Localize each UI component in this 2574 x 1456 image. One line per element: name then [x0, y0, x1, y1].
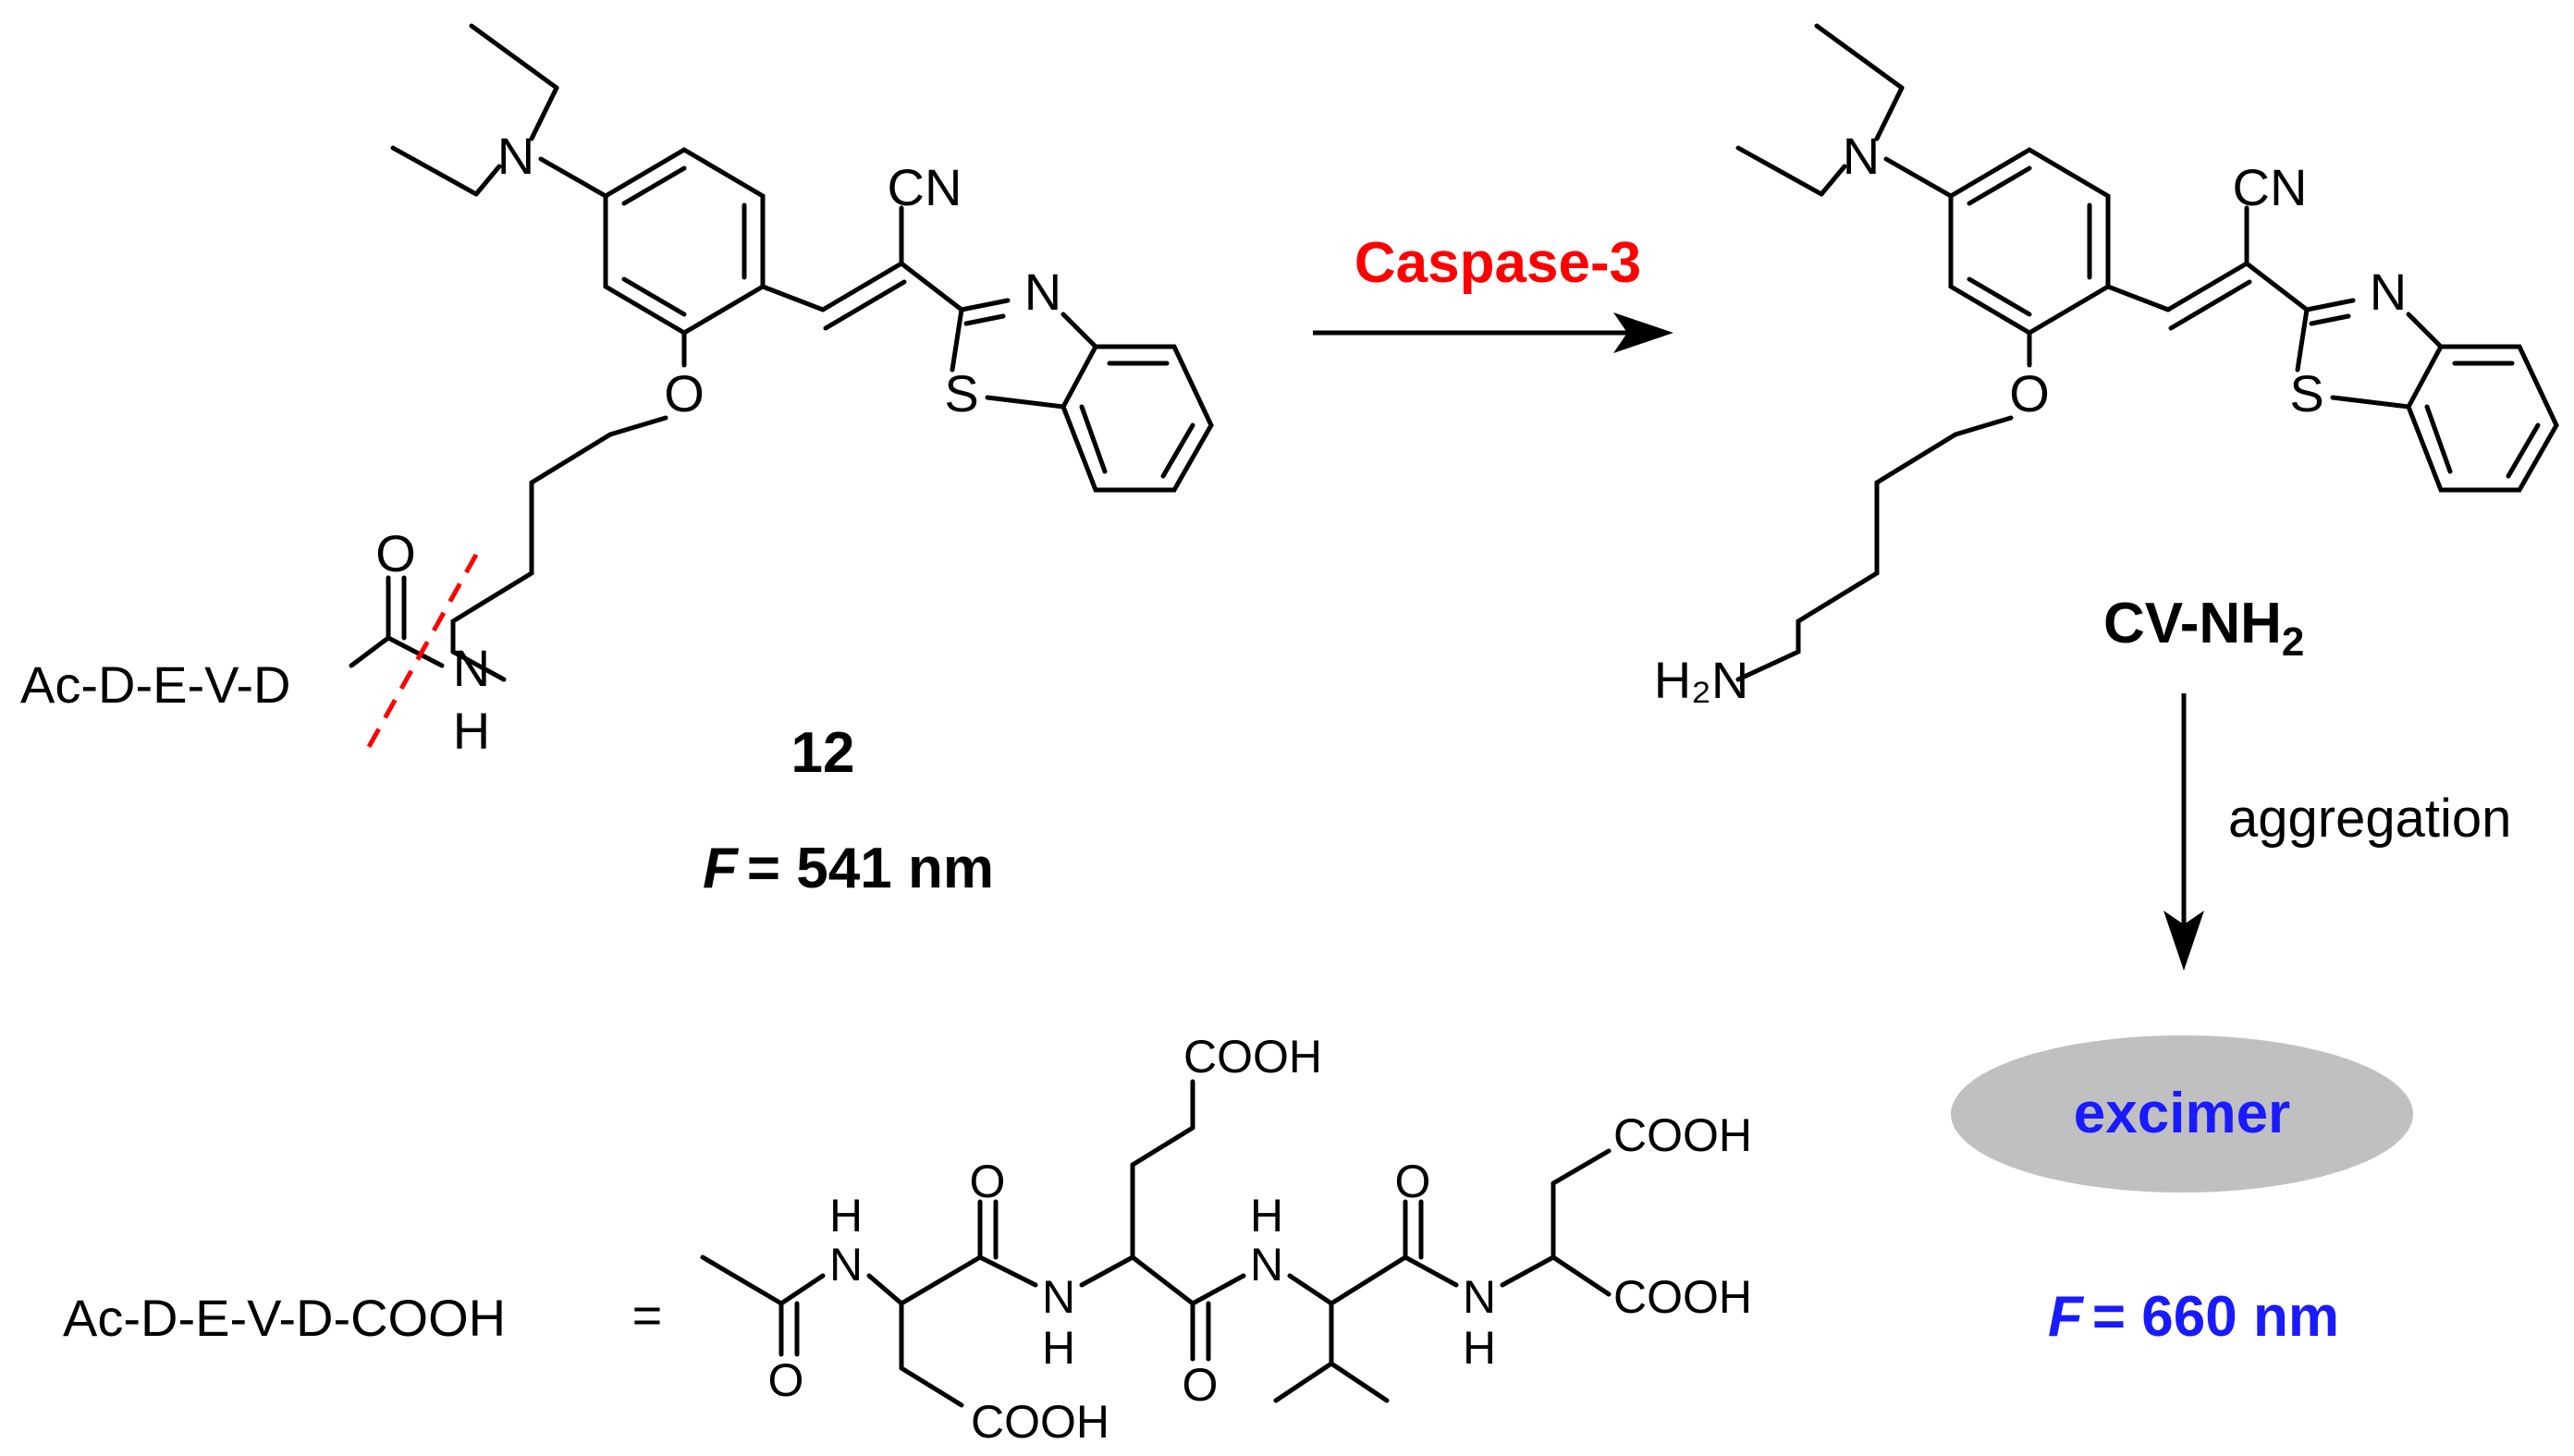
pep-n2: N	[1042, 1271, 1075, 1323]
compound-12-nh-n: N	[453, 639, 490, 697]
product-s: S	[2289, 364, 2323, 422]
peptide-structure: O H N COOH O N H COOH O H N	[700, 1031, 1752, 1448]
compound-12-amine-n: N	[497, 127, 534, 185]
product-ether-o: O	[2009, 364, 2050, 422]
reaction-arrow-head	[1613, 312, 1673, 353]
compound-12-fluorescence: F= 541 nm	[703, 837, 994, 900]
product-structure: N CN N S O H₂N	[1654, 23, 2559, 709]
pep-cooh4: COOH	[1613, 1271, 1752, 1323]
pep-h1: H	[829, 1190, 863, 1242]
pep-o1: O	[768, 1354, 804, 1406]
compound-12-carbonyl-o: O	[375, 524, 416, 582]
pep-o4: O	[1395, 1156, 1431, 1207]
pep-h3: H	[1250, 1190, 1283, 1242]
excimer-ellipse	[1951, 1035, 2413, 1193]
pep-h4: H	[1463, 1322, 1496, 1374]
product-amine-label: H₂N	[1654, 651, 1749, 709]
compound-12-s: S	[944, 364, 978, 422]
product-thiazole-n: N	[2370, 263, 2407, 321]
enzyme-label: Caspase-3	[1354, 231, 1641, 295]
excimer-fluorescence: F= 660 nm	[2048, 1285, 2339, 1349]
compound-12-cn: CN	[888, 158, 962, 216]
pep-cooh1: COOH	[971, 1396, 1109, 1448]
pep-o3: O	[1183, 1359, 1219, 1411]
pep-o2: O	[970, 1156, 1006, 1207]
pep-n3: N	[1250, 1239, 1283, 1291]
product-cn: CN	[2233, 158, 2308, 216]
compound-12-structure: N CN N S O N	[20, 23, 1214, 760]
aggregation-arrow-head	[2163, 911, 2204, 971]
aggregation-label: aggregation	[2228, 789, 2511, 849]
compound-12-ether-o: O	[664, 364, 705, 422]
compound-12-label: 12	[791, 721, 855, 785]
pep-n1: N	[829, 1239, 863, 1291]
pep-n4: N	[1463, 1271, 1496, 1323]
peptide-lhs: Ac-D-E-V-D-COOH	[63, 1289, 506, 1347]
product-amine-n: N	[1843, 127, 1880, 185]
compound-12-nh-h: H	[453, 702, 490, 760]
peptide-equals: =	[632, 1286, 663, 1344]
pep-h2: H	[1042, 1322, 1075, 1374]
pep-cooh3: COOH	[1613, 1109, 1752, 1161]
pep-cooh2: COOH	[1183, 1031, 1322, 1083]
cleavage-site-line	[362, 553, 479, 755]
compound-12-peptide-label: Ac-D-E-V-D	[20, 655, 290, 714]
excimer-label: excimer	[2074, 1082, 2290, 1145]
compound-12-thiazole-n: N	[1024, 263, 1061, 321]
product-label: CV-NH2	[2103, 592, 2304, 665]
